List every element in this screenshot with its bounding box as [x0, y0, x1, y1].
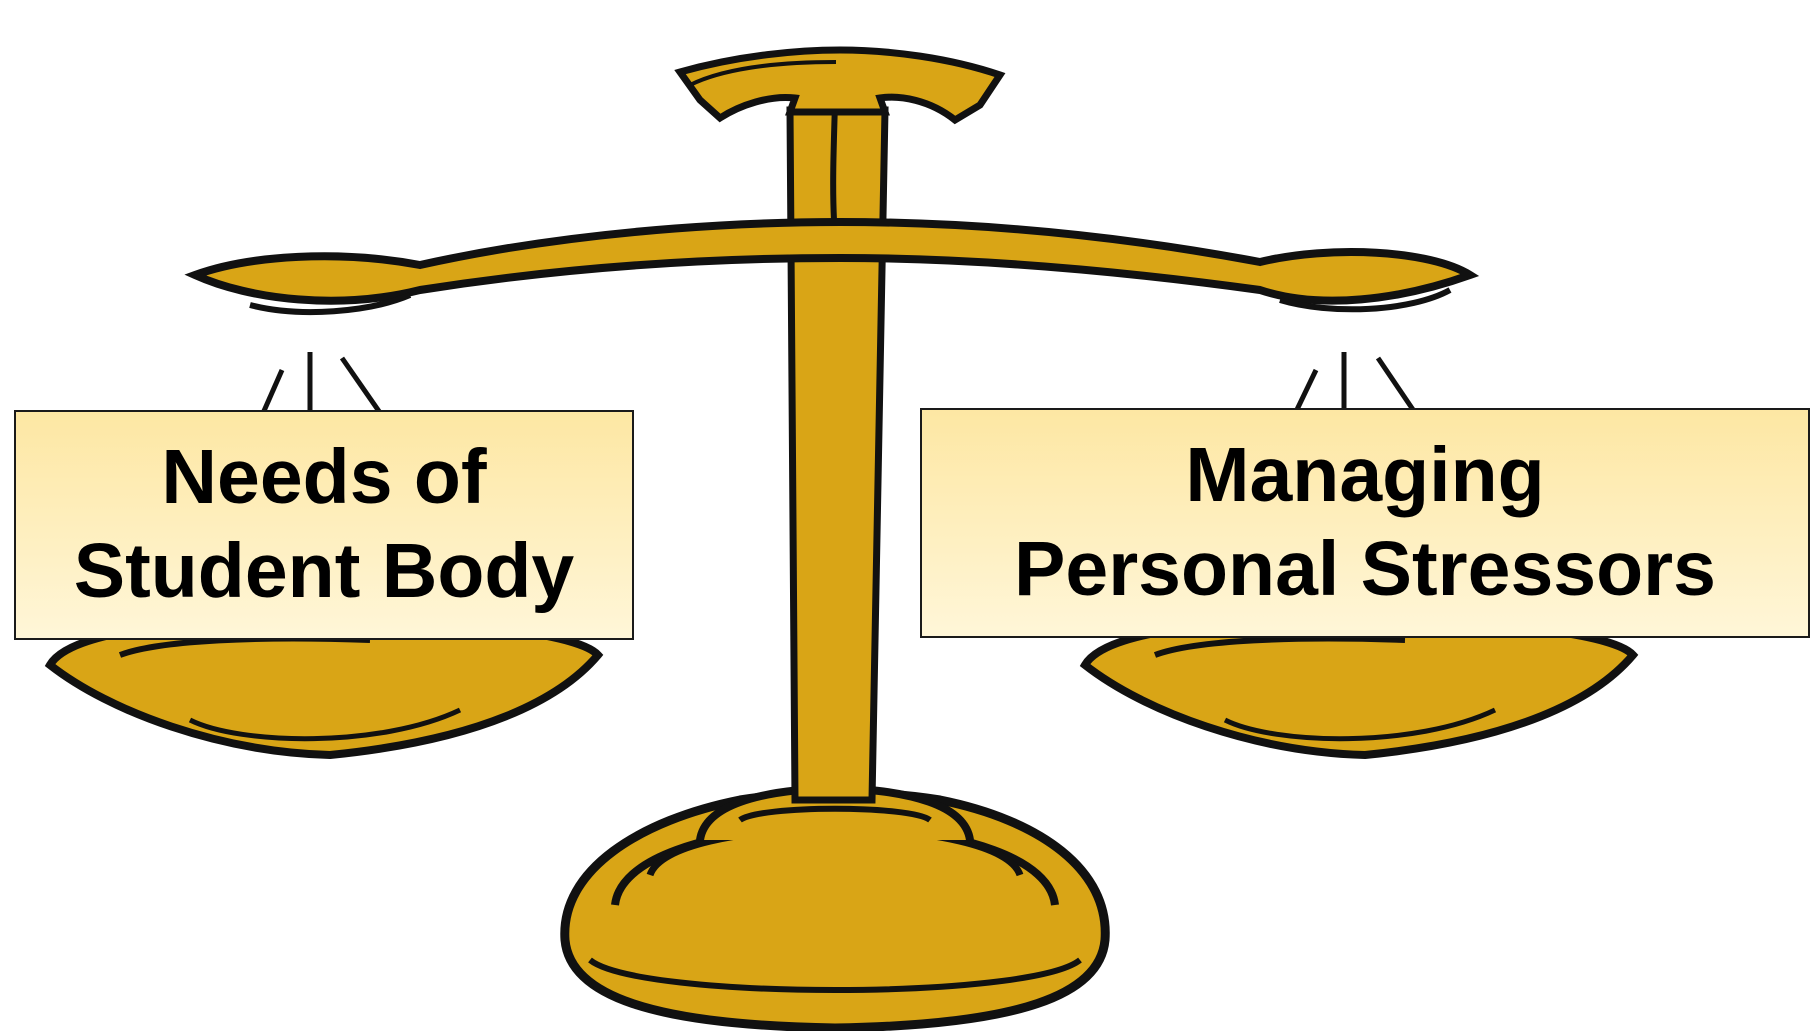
scale-post: [786, 69, 889, 804]
left-pan-label-box: Needs of Student Body: [14, 410, 634, 640]
left-pan: [44, 615, 604, 760]
scale-top-cap: [674, 46, 1006, 125]
right-pan-label: Managing Personal Stressors: [1014, 432, 1716, 612]
right-pan: [1079, 615, 1639, 760]
left-pan-label: Needs of Student Body: [73, 434, 575, 614]
scale-base: [560, 783, 1110, 1031]
right-pan-label-box: Managing Personal Stressors: [920, 408, 1810, 638]
scale-beam: [184, 217, 1480, 316]
